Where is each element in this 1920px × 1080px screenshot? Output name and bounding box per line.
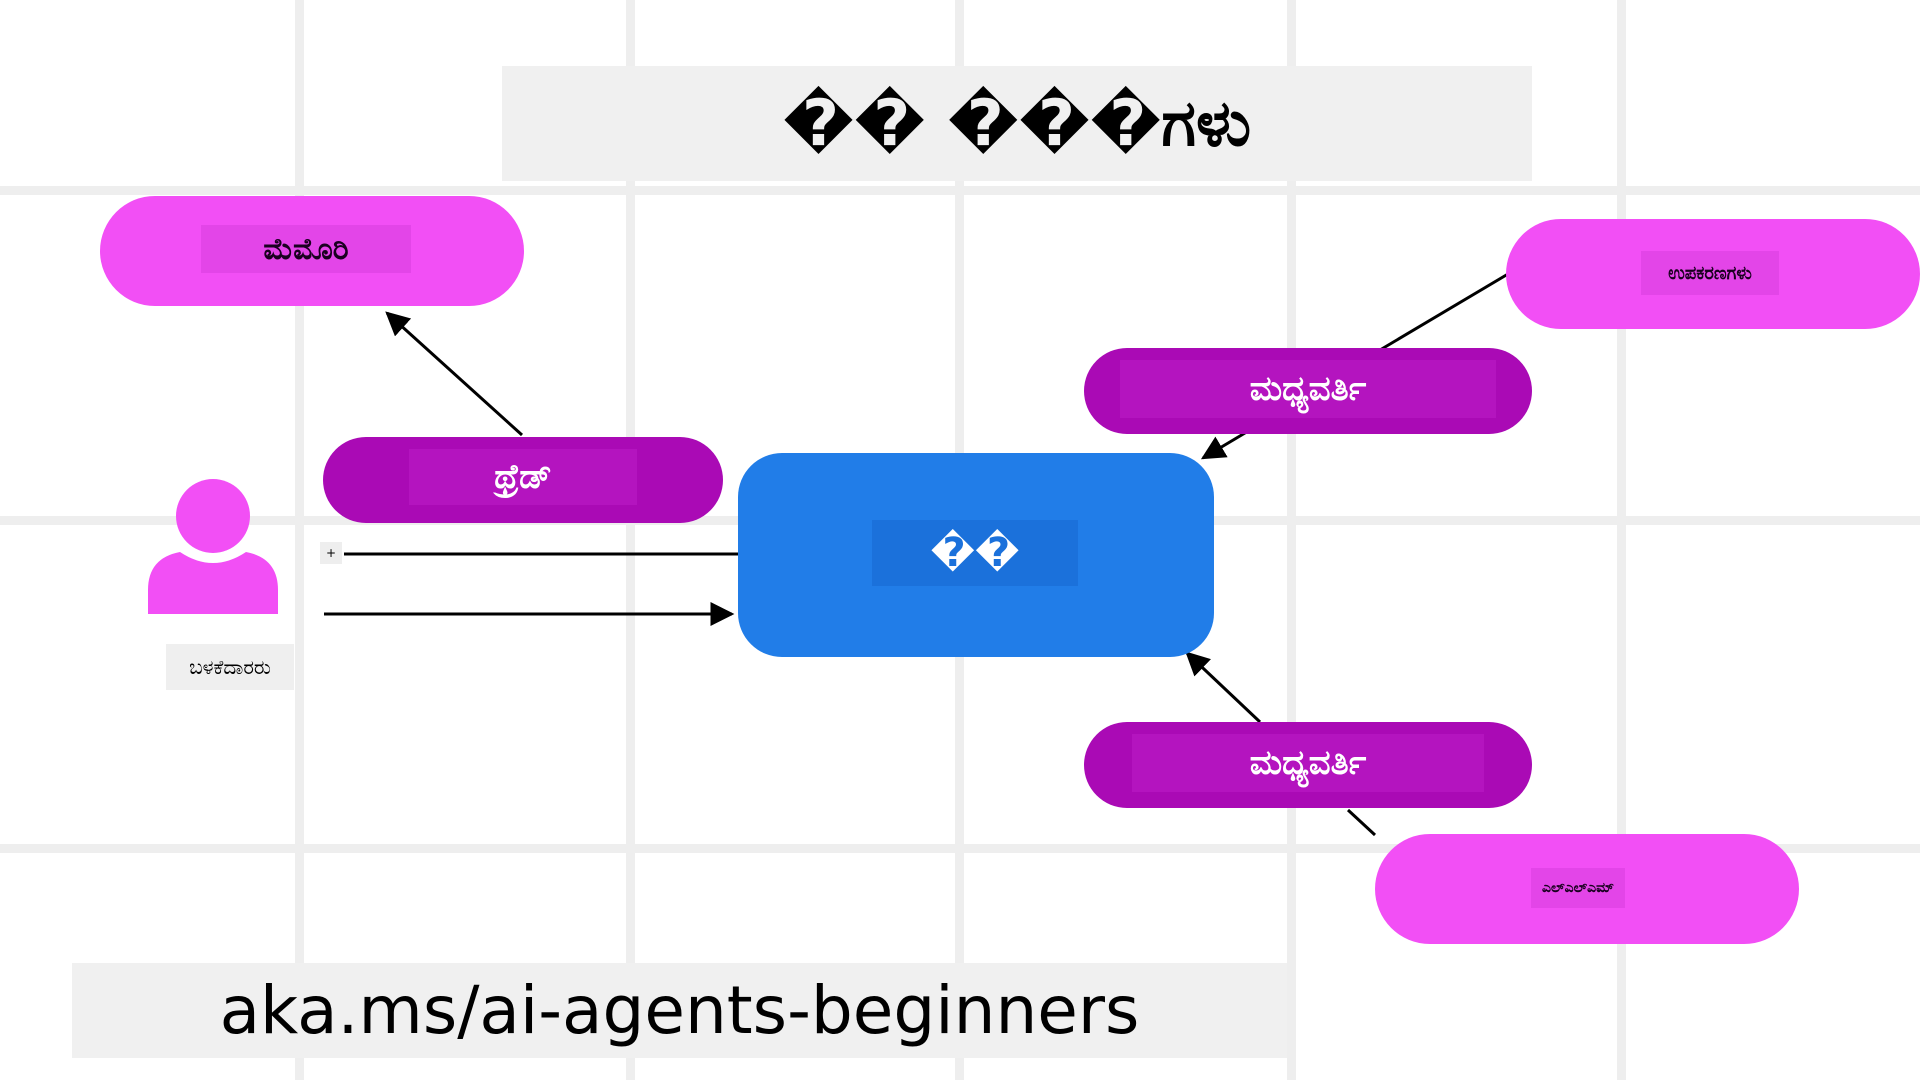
user-label-box: ಬಳಕೆದಾರರು <box>166 644 294 690</box>
page-title: �� ���ಗಳು <box>782 86 1252 161</box>
memory-node: ಮೆಮೊರಿ <box>100 196 524 306</box>
tools-node: ಉಪಕರಣಗಳು <box>1506 219 1920 329</box>
url-banner: aka.ms/ai-agents-beginners <box>72 963 1287 1058</box>
middleware-top-node: ಮಧ್ಯವರ್ತಿ <box>1084 348 1532 434</box>
course-url[interactable]: aka.ms/ai-agents-beginners <box>219 972 1140 1049</box>
agent-label: �� <box>930 530 1020 576</box>
thread-node: ಥ್ರೆಡ್ <box>323 437 723 523</box>
user-icon <box>148 479 278 614</box>
title-banner: �� ���ಗಳು <box>502 66 1532 181</box>
agent-node: �� <box>738 453 1214 657</box>
thread-label: ಥ್ರೆಡ್ <box>494 457 552 497</box>
llm-node: ಎಲ್ಎಲ್ಎಮ್ <box>1375 834 1799 944</box>
middleware-top-label: ಮಧ್ಯವರ್ತಿ <box>1249 369 1367 409</box>
llm-label: ಎಲ್ಎಲ್ಎಮ್ <box>1541 880 1615 896</box>
arrow-middleware-bottom-to-agent <box>1185 651 1262 724</box>
arrow-middleware-to-agent <box>1200 428 1251 460</box>
middleware-bottom-node: ಮಧ್ಯವರ್ತಿ <box>1084 722 1532 808</box>
line-tools-to-middleware <box>1379 272 1509 352</box>
user-label: ಬಳಕೆದಾರರು <box>189 655 271 679</box>
add-connector-button[interactable]: + <box>320 542 342 564</box>
line-llm-to-middleware <box>1346 808 1377 837</box>
memory-label: ಮೆಮೊರಿ <box>263 231 349 267</box>
arrow-thread-to-memory <box>385 311 524 437</box>
tools-label: ಉಪಕರಣಗಳು <box>1668 262 1752 284</box>
middleware-bottom-label: ಮಧ್ಯವರ್ತಿ <box>1249 743 1367 783</box>
